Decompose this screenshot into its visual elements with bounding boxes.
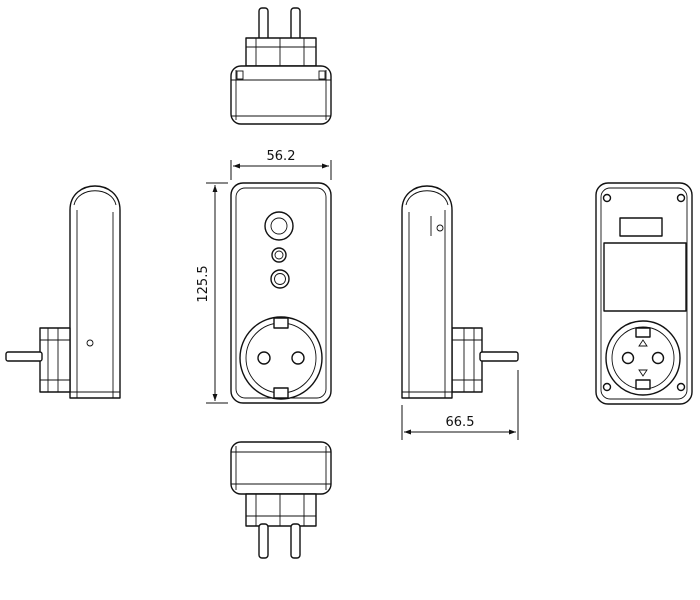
depth-label: 66.5 [446,415,475,430]
back-view [595,182,693,405]
left-side-view [5,185,121,399]
width-label: 56.2 [267,149,296,164]
height-label: 125.5 [196,265,211,302]
height-dimension: 125.5 [196,182,228,404]
bottom-view [230,441,332,559]
width-dimension: 56.2 [230,149,332,180]
depth-dimension: 66.5 [401,370,519,440]
right-side-view [401,185,519,399]
front-view [230,182,332,404]
top-view [230,7,332,125]
